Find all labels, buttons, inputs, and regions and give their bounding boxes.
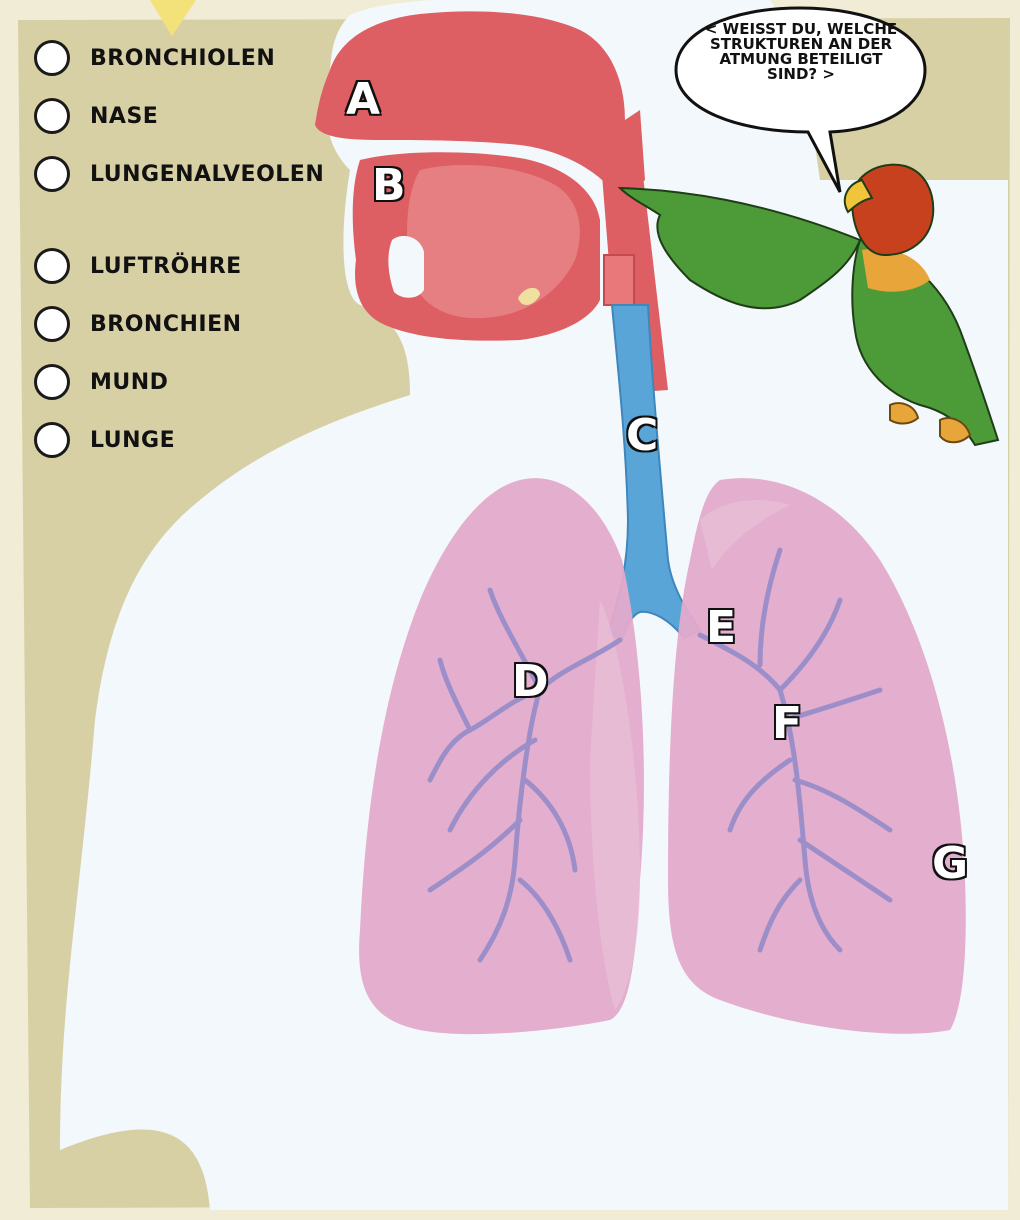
radio-button[interactable] <box>34 156 70 192</box>
answer-label: BRONCHIEN <box>90 312 242 337</box>
radio-button[interactable] <box>34 40 70 76</box>
answer-label: MUND <box>90 370 168 395</box>
answer-option-nase[interactable]: NASE <box>34 94 158 138</box>
answer-label: LUNGE <box>90 428 175 453</box>
answer-label: NASE <box>90 104 158 129</box>
answer-label: BRONCHIOLEN <box>90 46 275 71</box>
marker-e: E <box>706 606 736 650</box>
radio-button[interactable] <box>34 248 70 284</box>
marker-d: D <box>512 660 549 704</box>
marker-a: A <box>346 78 380 122</box>
mouth-opening <box>388 236 424 298</box>
marker-b: B <box>372 164 406 208</box>
speech-bubble-text: < WEISST DU, WELCHE STRUKTUREN AN DER AT… <box>676 8 926 134</box>
answer-option-mund[interactable]: MUND <box>34 360 168 404</box>
answer-label: LUFTRÖHRE <box>90 254 242 279</box>
answer-option-lungenalveolen[interactable]: LUNGENALVEOLEN <box>34 152 324 196</box>
radio-button[interactable] <box>34 98 70 134</box>
answer-option-bronchien[interactable]: BRONCHIEN <box>34 302 242 346</box>
answer-option-luftroehre[interactable]: LUFTRÖHRE <box>34 244 242 288</box>
marker-g: G <box>932 842 968 886</box>
radio-button[interactable] <box>34 422 70 458</box>
marker-f: F <box>772 702 802 746</box>
answer-label: LUNGENALVEOLEN <box>90 162 324 187</box>
answer-option-lunge[interactable]: LUNGE <box>34 418 175 462</box>
radio-button[interactable] <box>34 306 70 342</box>
radio-button[interactable] <box>34 364 70 400</box>
parrot-head <box>852 165 933 255</box>
larynx-rings <box>604 255 634 305</box>
marker-c: C <box>626 414 658 458</box>
answer-option-bronchiolen[interactable]: BRONCHIOLEN <box>34 36 275 80</box>
